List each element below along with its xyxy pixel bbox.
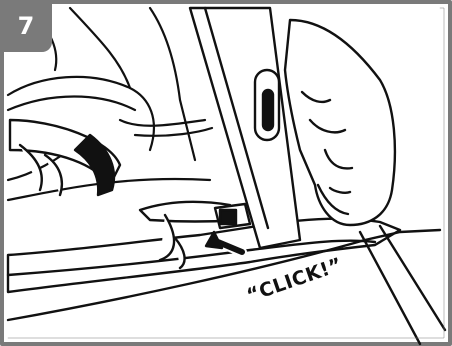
step-badge: 7 <box>0 0 52 52</box>
step-number: 7 <box>18 14 35 38</box>
